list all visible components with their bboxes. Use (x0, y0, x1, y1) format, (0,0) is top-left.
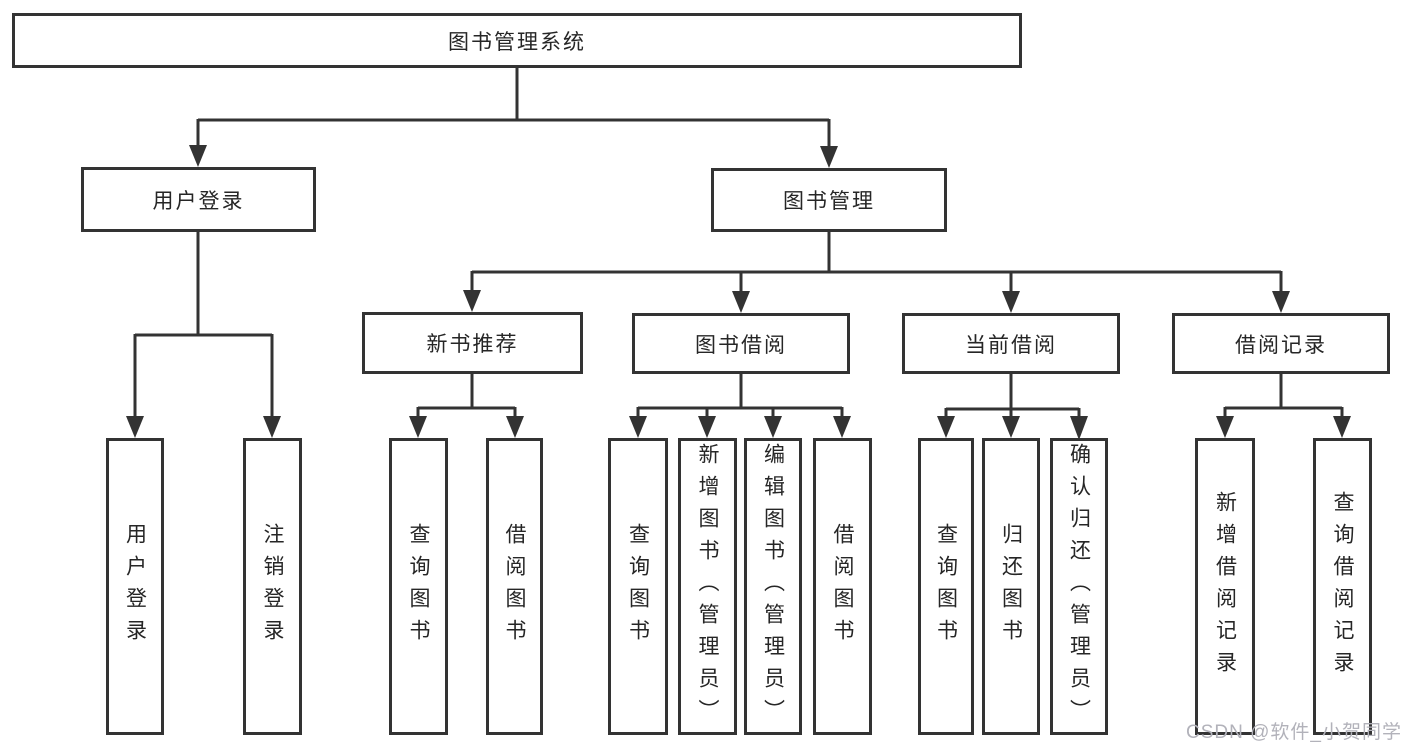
leaf-return-books: 归还图书 (982, 438, 1040, 735)
arrow-down-icon (698, 416, 716, 438)
arrow-down-icon (506, 416, 524, 438)
arrow-down-icon (1002, 416, 1020, 438)
node-label: 当前借阅 (965, 333, 1057, 357)
node-label: 新书推荐 (426, 333, 519, 356)
arrow-down-icon (732, 291, 750, 313)
leaf-query-books-3: 查询图书 (918, 438, 974, 735)
leaf-add-books-admin: 新增图书（管理员） (678, 438, 737, 735)
node-book-borrow: 图书借阅 (632, 313, 850, 374)
leaf-query-books-1: 查询图书 (389, 438, 448, 735)
node-current-borrow: 当前借阅 (902, 313, 1120, 374)
leaf-label: 新增图书（管理员） (696, 442, 719, 731)
leaf-query-borrow-record: 查询借阅记录 (1313, 438, 1372, 735)
node-label: 图书管理 (783, 190, 875, 213)
connector-line (133, 232, 274, 419)
connector-user-login-to-leaves (126, 232, 281, 438)
leaf-label: 编辑图书（管理员） (761, 442, 785, 731)
arrow-down-icon (1333, 416, 1351, 438)
node-library-system: 图书管理系统 (12, 13, 1022, 68)
connector-book-mgmt-to-level2 (463, 232, 1290, 313)
arrow-down-icon (1070, 416, 1088, 440)
leaf-label: 确认归还（管理员） (1067, 442, 1091, 731)
connector-book-borrow-to-leaves (629, 374, 851, 438)
leaf-label: 借阅图书 (831, 522, 854, 651)
leaf-edit-books-admin: 编辑图书（管理员） (744, 438, 802, 735)
connector-line (944, 374, 1081, 420)
leaf-label: 注销登录 (261, 522, 284, 651)
node-label: 借阅记录 (1235, 333, 1327, 357)
node-label: 图书管理系统 (448, 30, 586, 54)
leaf-borrow-books-1: 借阅图书 (486, 438, 543, 735)
arrow-down-icon (764, 416, 782, 438)
leaf-label: 查询图书 (626, 522, 650, 651)
connector-line (470, 232, 1283, 295)
node-book-management: 图书管理 (711, 168, 947, 232)
arrow-down-icon (463, 290, 481, 312)
arrow-down-icon (263, 416, 281, 438)
connector-borrow-record-to-leaves (1216, 374, 1351, 438)
arrow-down-icon (126, 416, 144, 438)
connector-new-book-to-leaves (409, 374, 524, 438)
leaf-confirm-return-admin: 确认归还（管理员） (1050, 438, 1108, 735)
leaf-add-borrow-record: 新增借阅记录 (1195, 438, 1255, 735)
arrow-down-icon (629, 416, 647, 438)
arrow-down-icon (1002, 291, 1020, 313)
connector-line (1223, 374, 1344, 420)
leaf-label: 查询借阅记录 (1331, 490, 1354, 683)
arrow-down-icon (189, 145, 207, 167)
leaf-borrow-books-2: 借阅图书 (813, 438, 872, 735)
arrow-down-icon (409, 416, 427, 438)
node-borrow-record: 借阅记录 (1172, 313, 1390, 374)
leaf-label: 归还图书 (999, 522, 1023, 651)
watermark: CSDN @软件_小贺同学 (1186, 722, 1402, 743)
connector-current-borrow-to-leaves (937, 374, 1088, 440)
leaf-label: 用户登录 (123, 522, 147, 651)
leaf-label: 新增借阅记录 (1213, 490, 1237, 683)
connector-line (636, 374, 844, 420)
connector-line (416, 374, 517, 420)
leaf-label: 查询图书 (934, 522, 958, 651)
node-label: 图书借阅 (695, 333, 787, 357)
arrow-down-icon (820, 146, 838, 168)
leaf-label: 借阅图书 (503, 522, 526, 651)
node-label: 用户登录 (152, 189, 245, 213)
node-new-book-recommend: 新书推荐 (362, 312, 583, 374)
arrow-down-icon (937, 416, 955, 438)
leaf-user-login: 用户登录 (106, 438, 164, 735)
leaf-label: 查询图书 (407, 522, 430, 651)
connector-root-to-level1 (189, 68, 838, 168)
leaf-logout: 注销登录 (243, 438, 302, 735)
connector-line (196, 68, 831, 149)
leaf-query-books-2: 查询图书 (608, 438, 668, 735)
arrow-down-icon (1216, 416, 1234, 438)
arrow-down-icon (833, 416, 851, 438)
node-user-login: 用户登录 (81, 167, 316, 232)
arrow-down-icon (1272, 291, 1290, 313)
